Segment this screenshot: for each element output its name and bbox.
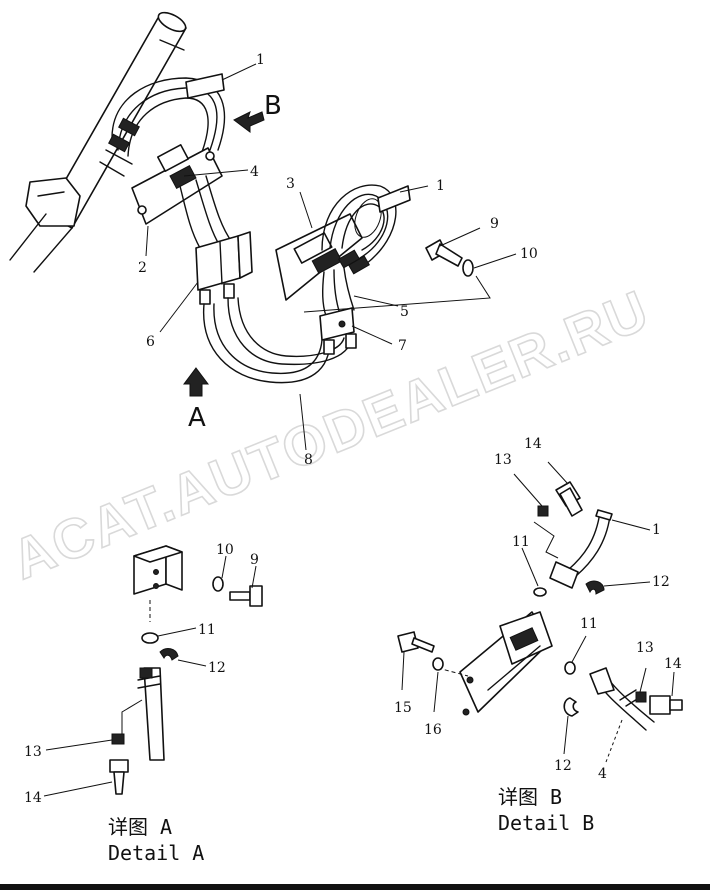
washer-16 [432, 657, 444, 671]
nut-13 [537, 505, 549, 517]
bolt-14 [109, 759, 129, 795]
callout-11: 11 [580, 616, 598, 632]
hose-4 [179, 185, 201, 249]
detail-a-title-en: Detail A [108, 841, 204, 865]
view-arrow-a [183, 367, 209, 397]
callout-11: 11 [198, 622, 216, 638]
callout-10: 10 [520, 246, 538, 262]
coupler-6 [195, 231, 253, 305]
callout-6: 6 [146, 334, 155, 350]
callout-14: 14 [524, 436, 542, 452]
callout-1: 1 [256, 52, 265, 68]
view-arrow-b [233, 111, 265, 133]
callout-8: 8 [304, 452, 313, 468]
nut-13 [635, 691, 647, 703]
detail-b: 14 13 1 11 12 11 15 16 13 14 12 4 详图 B D… [394, 436, 683, 835]
callout-15: 15 [394, 700, 412, 716]
hose-end [137, 667, 165, 761]
bolt-9 [425, 239, 463, 267]
main-assembly: 1 1 2 3 4 5 6 7 8 9 10 B A [9, 11, 538, 468]
callout-12: 12 [554, 758, 572, 774]
coupler-7 [319, 267, 357, 355]
right-hose-loop [321, 184, 397, 275]
callout-4: 4 [250, 164, 259, 180]
callout-13: 13 [494, 452, 512, 468]
detail-a-title-cn: 详图 A [108, 815, 172, 839]
bottom-border [0, 884, 710, 890]
bolt-15 [397, 631, 435, 653]
callout-3: 3 [286, 176, 295, 192]
callout-14: 14 [24, 790, 42, 806]
o-ring-11 [533, 587, 547, 597]
callout-11: 11 [512, 534, 530, 550]
callout-12: 12 [208, 660, 226, 676]
detail-b-title-cn: 详图 B [498, 785, 562, 809]
callout-16: 16 [424, 722, 442, 738]
block [133, 545, 183, 595]
callout-7: 7 [398, 338, 407, 354]
callout-9: 9 [490, 216, 499, 232]
upper-hose-loop [108, 77, 226, 157]
clamp-12 [563, 697, 579, 717]
washer-10 [462, 259, 474, 277]
callout-5: 5 [400, 304, 409, 320]
callout-4: 4 [598, 766, 607, 782]
clamp-12 [585, 580, 605, 595]
detail-a: 10 9 11 12 13 14 详图 A Detail A [24, 542, 263, 865]
bolt-9 [229, 585, 263, 607]
callout-14: 14 [664, 656, 682, 672]
callout-10: 10 [216, 542, 234, 558]
washer-10 [212, 576, 224, 592]
detail-b-title-en: Detail B [498, 811, 594, 835]
callout-1: 1 [652, 522, 661, 538]
callout-1: 1 [436, 178, 445, 194]
o-ring-11 [564, 661, 576, 675]
hose-8 [202, 297, 353, 384]
callout-12: 12 [652, 574, 670, 590]
clamp [159, 648, 179, 661]
callout-9: 9 [250, 552, 259, 568]
bolt-14 [649, 695, 683, 715]
nut-13 [111, 733, 125, 745]
label-flag-1b [377, 185, 411, 213]
callout-13: 13 [24, 744, 42, 760]
bracket-2 [131, 144, 223, 225]
view-label-b: B [264, 91, 282, 121]
view-label-a: A [188, 403, 206, 433]
label-flag-1 [185, 73, 225, 99]
o-ring [141, 632, 159, 644]
hose-1 [549, 509, 613, 589]
callout-13: 13 [636, 640, 654, 656]
hose-4 [589, 667, 655, 731]
steering-column [9, 11, 187, 273]
bracket-plate [459, 611, 553, 716]
bolt-14 [555, 481, 583, 517]
callout-2: 2 [138, 260, 147, 276]
